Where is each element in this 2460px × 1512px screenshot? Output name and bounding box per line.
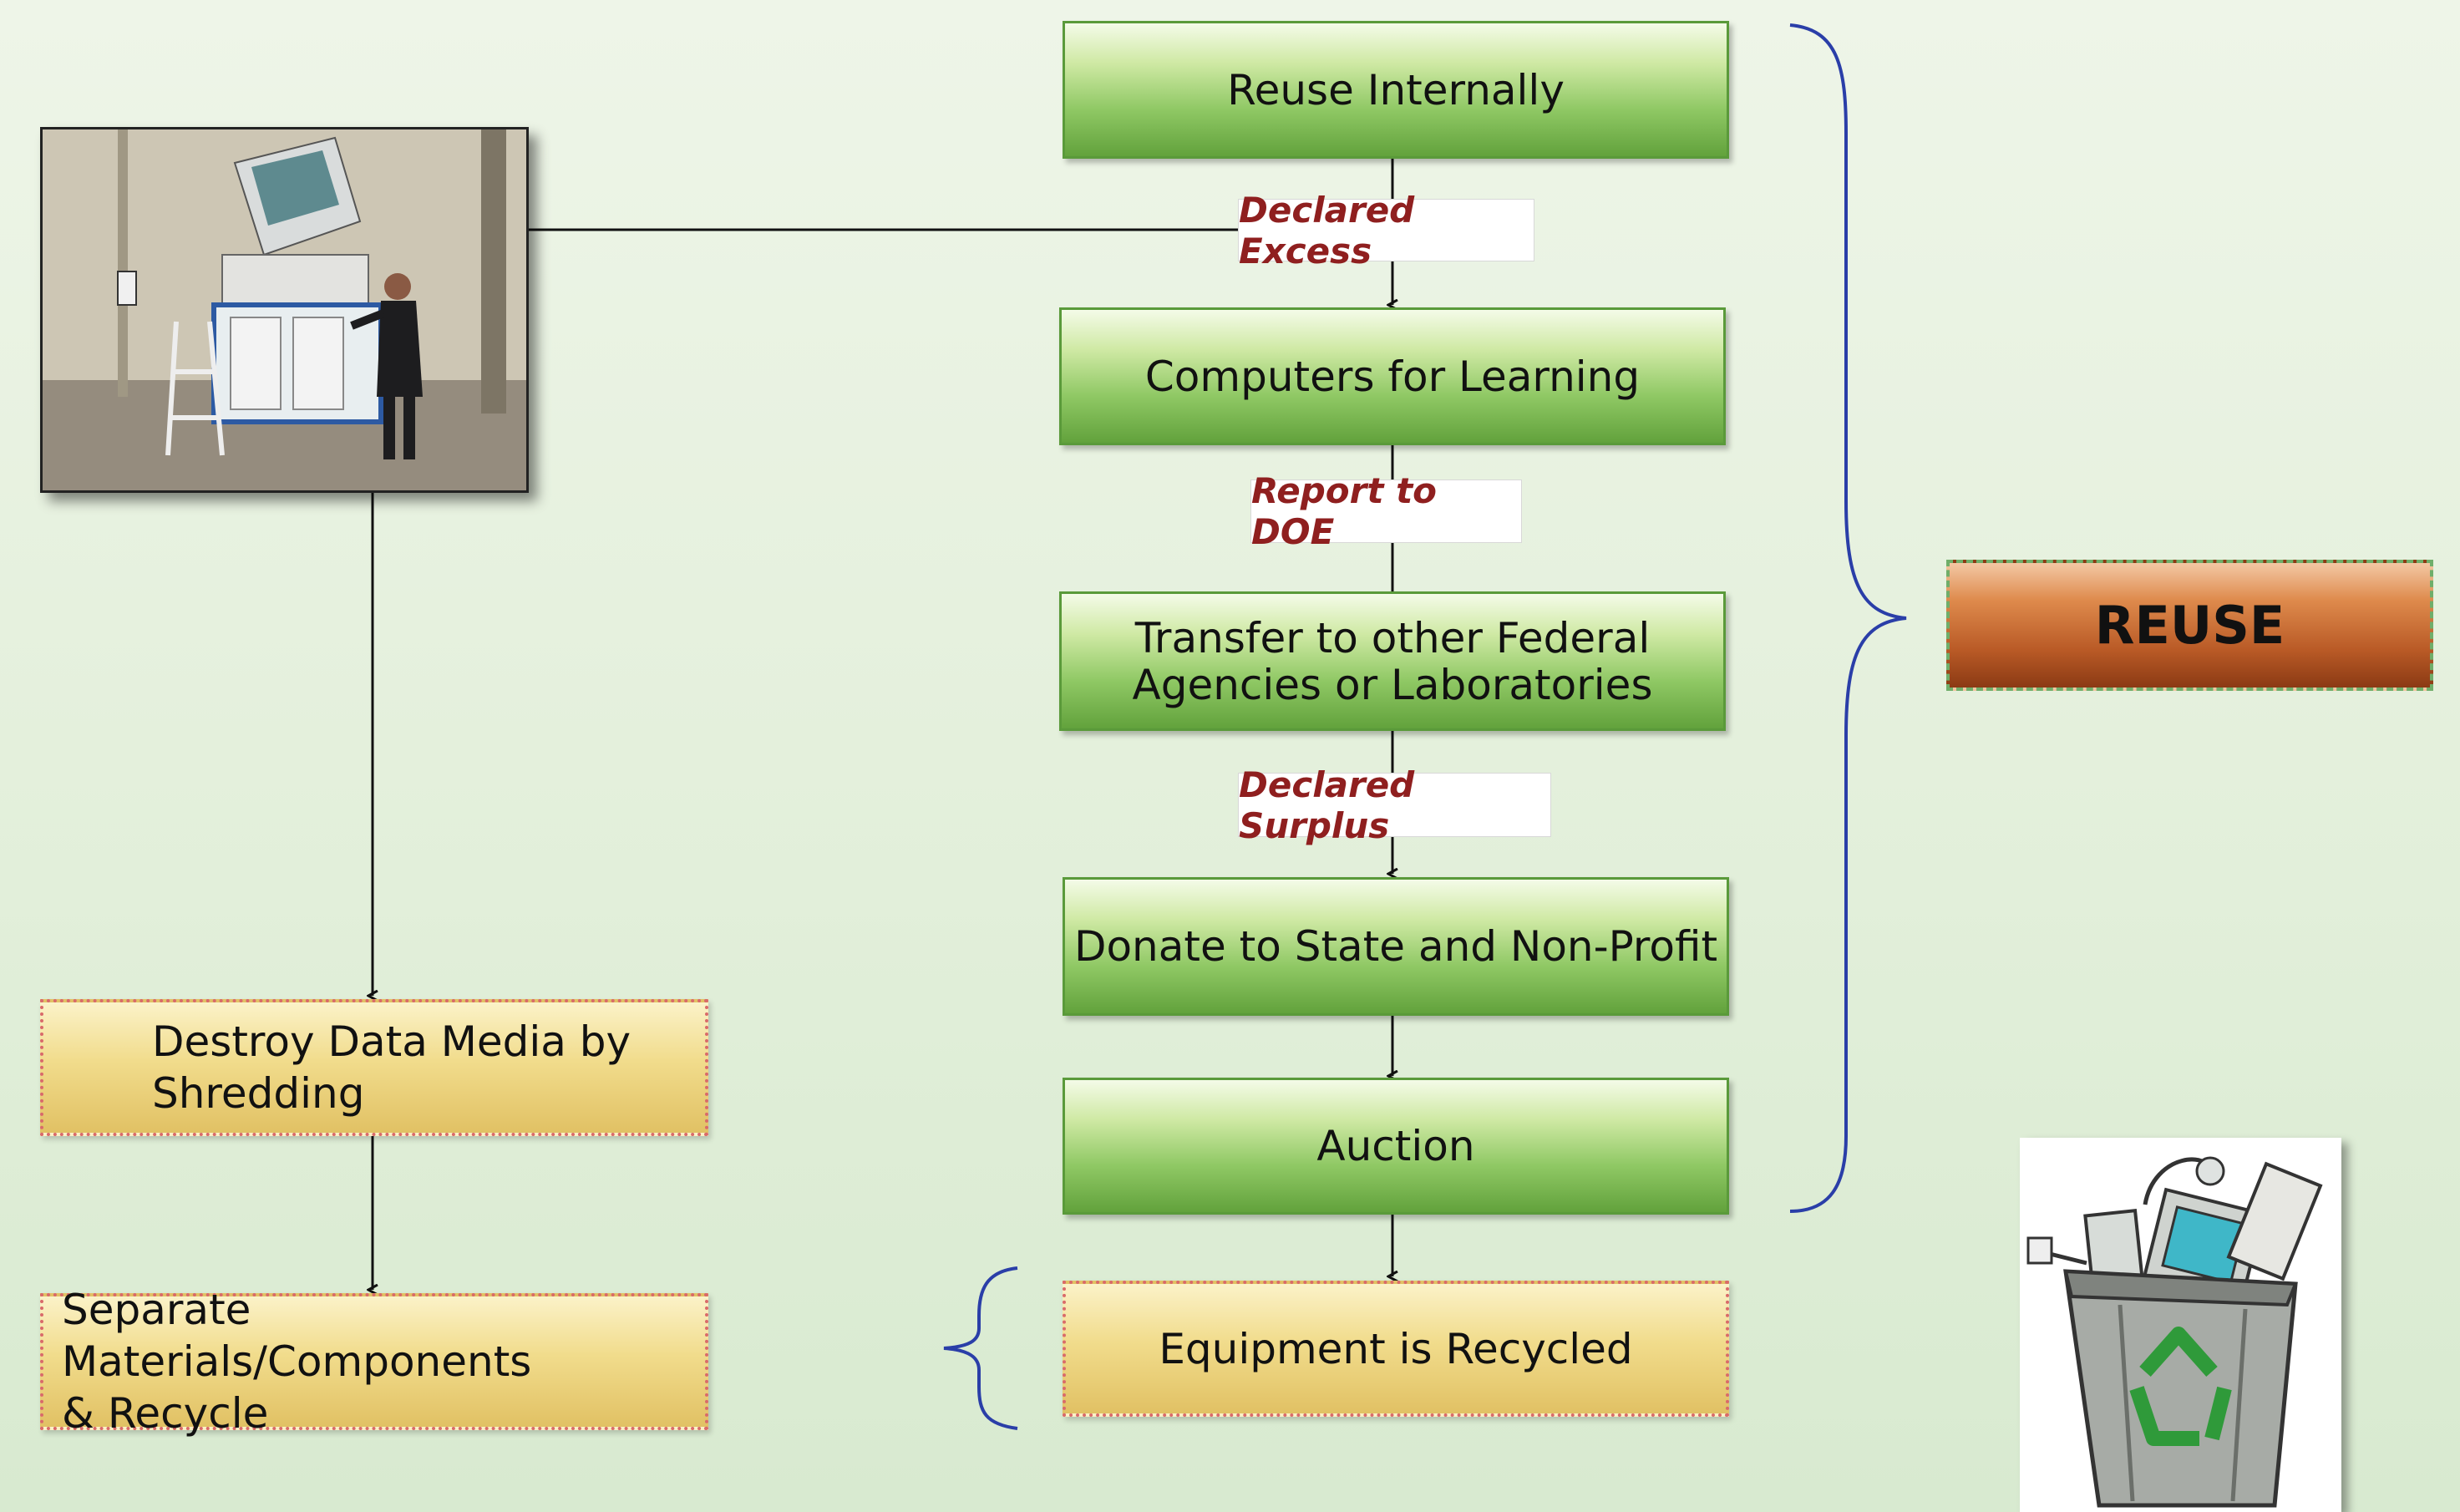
step-transfer-federal: Transfer to other Federal Agencies or La… (1059, 591, 1726, 731)
wall-switch (117, 271, 137, 306)
step-label-line1: Separate Materials/Components (62, 1286, 532, 1386)
step-label: Donate to State and Non-Profit (1073, 922, 1718, 971)
step-label: Separate Materials/Components & Recycle (62, 1284, 705, 1439)
transition-report-to-doe: Report to DOE (1250, 470, 1522, 552)
step-label-line2: Agencies or Laboratories (1132, 660, 1653, 709)
transition-label: Declared Excess (1239, 189, 1415, 271)
step-donate: Donate to State and Non-Profit (1063, 877, 1729, 1016)
person-figure (350, 273, 423, 459)
step-computers-for-learning: Computers for Learning (1059, 307, 1726, 445)
step-label: Equipment is Recycled (1159, 1324, 1633, 1373)
step-reuse-internally: Reuse Internally (1063, 21, 1729, 159)
step-equipment-recycled: Equipment is Recycled (1063, 1281, 1729, 1417)
reuse-label-text: REUSE (2094, 595, 2285, 656)
step-label: Auction (1316, 1122, 1475, 1170)
shredder-machine (211, 136, 383, 424)
step-ladder (165, 321, 225, 456)
transition-label: Declared Surplus (1239, 764, 1415, 846)
transition-label: Report to DOE (1251, 470, 1437, 552)
step-label: Reuse Internally (1227, 65, 1565, 114)
step-destroy-data-media: Destroy Data Media by Shredding (40, 999, 708, 1136)
recycle-brace (943, 1266, 1018, 1430)
step-label-line2: & Recycle (62, 1389, 269, 1438)
recycle-arrows-icon (2129, 1327, 2232, 1446)
shredder-machine-photo (40, 127, 529, 493)
reuse-group-label: REUSE (1946, 560, 2433, 691)
bin-body (2063, 1269, 2298, 1508)
step-separate-recycle: Separate Materials/Components & Recycle (40, 1286, 708, 1438)
transition-declared-excess: Declared Excess (1238, 190, 1534, 271)
step-label: Computers for Learning (1144, 352, 1641, 401)
recycle-bin-icon (2020, 1138, 2341, 1512)
transition-declared-surplus: Declared Surplus (1238, 764, 1551, 846)
step-label-line1: Destroy Data Media by (152, 1017, 631, 1066)
step-auction: Auction (1063, 1078, 1729, 1215)
step-label-line2: Shredding (152, 1069, 365, 1118)
step-label: Transfer to other Federal Agencies or La… (1133, 615, 1653, 708)
reuse-brace (1789, 23, 1907, 1213)
step-label: Destroy Data Media by Shredding (152, 1016, 631, 1119)
step-label-line1: Transfer to other Federal (1134, 613, 1651, 662)
